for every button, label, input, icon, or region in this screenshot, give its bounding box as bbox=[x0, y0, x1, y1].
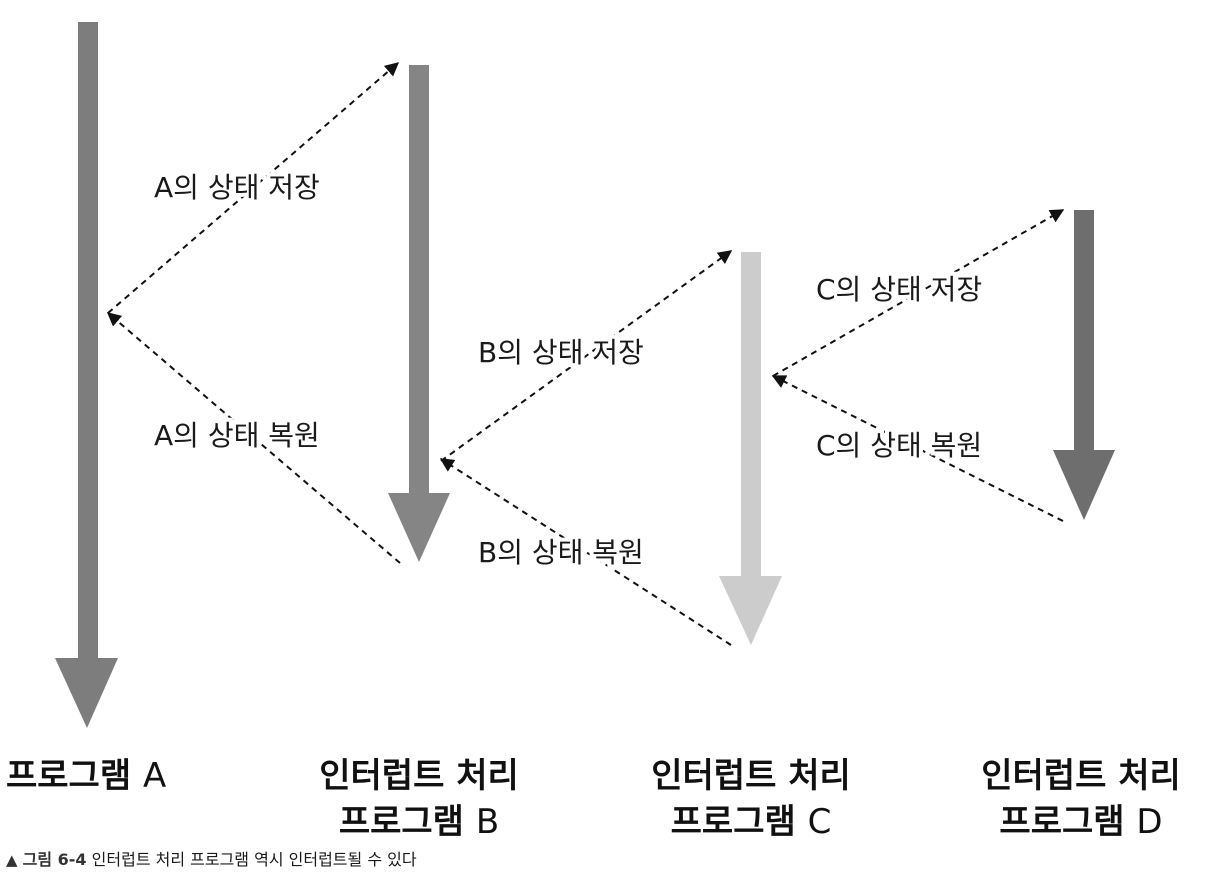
program-a-name: 프로그램 bbox=[6, 756, 131, 796]
c-restore-label: C의 상태 복원 bbox=[816, 429, 982, 462]
caption-triangle-icon: ▲ bbox=[6, 851, 18, 869]
caption-text: 인터럽트 처리 프로그램 역시 인터럽트될 수 있다 bbox=[91, 850, 417, 869]
program-c-flow-arrow bbox=[719, 252, 782, 645]
c-save-dashed-arrow bbox=[772, 209, 1065, 377]
b-restore-label: B의 상태 복원 bbox=[478, 536, 644, 569]
c-save-label: C의 상태 저장 bbox=[816, 273, 982, 306]
program-b-line2: 프로그램 B bbox=[339, 802, 499, 840]
figure-caption: ▲ 그림 6-4 인터럽트 처리 프로그램 역시 인터럽트될 수 있다 bbox=[6, 846, 417, 870]
program-c-line1: 인터럽트 처리 bbox=[651, 756, 851, 796]
program-d-flow-arrow bbox=[1053, 210, 1115, 520]
program-c-letter: C bbox=[808, 802, 832, 840]
a-save-label: A의 상태 저장 bbox=[154, 171, 320, 204]
program-b-name: 프로그램 bbox=[339, 802, 464, 840]
program-d-line1: 인터럽트 처리 bbox=[981, 756, 1181, 796]
program-d-letter: D bbox=[1136, 802, 1162, 840]
a-restore-dashed-arrow bbox=[106, 312, 401, 564]
program-a-flow-arrow bbox=[55, 22, 118, 728]
a-save-dashed-arrow bbox=[107, 62, 400, 314]
program-d-name: 프로그램 bbox=[999, 802, 1124, 840]
b-save-dashed-arrow bbox=[440, 250, 733, 462]
program-a-label: 프로그램 A bbox=[6, 756, 166, 796]
program-a-letter: A bbox=[143, 756, 166, 796]
program-b-letter: B bbox=[476, 802, 499, 840]
caption-figure-number: 그림 6-4 bbox=[22, 850, 87, 869]
program-c-line2: 프로그램 C bbox=[671, 802, 832, 840]
b-save-label: B의 상태 저장 bbox=[478, 336, 644, 369]
program-c-name: 프로그램 bbox=[671, 802, 796, 840]
b-restore-dashed-arrow bbox=[439, 458, 732, 646]
program-b-flow-arrow bbox=[388, 65, 450, 562]
program-b-line1: 인터럽트 처리 bbox=[319, 756, 519, 796]
interrupt-nesting-diagram: A의 상태 저장 A의 상태 복원 B의 상태 저장 B의 상태 복원 C의 상… bbox=[6, 22, 1181, 840]
a-restore-label: A의 상태 복원 bbox=[154, 419, 320, 452]
program-d-line2: 프로그램 D bbox=[999, 802, 1162, 840]
